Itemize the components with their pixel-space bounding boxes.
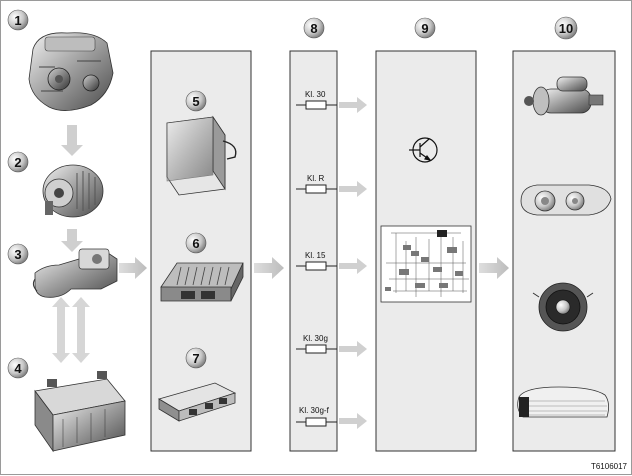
arrow-terminal-battery-right xyxy=(72,297,90,363)
jump-start-terminal-image xyxy=(32,248,118,298)
callout-2-label: 2 xyxy=(14,155,21,170)
callout-7: 7 xyxy=(185,347,207,369)
terminal-label-5: Kl. 30g-f xyxy=(299,406,330,415)
tail-light-image xyxy=(517,386,609,418)
fuse-arrow-3 xyxy=(339,258,367,274)
fuse-output-arrows xyxy=(339,97,367,429)
callout-4: 4 xyxy=(7,357,29,379)
callout-5-label: 5 xyxy=(192,94,199,109)
fuse-arrow-2 xyxy=(339,181,367,197)
arrow-engine-to-alternator xyxy=(61,125,83,156)
callout-8: 8 xyxy=(303,17,325,39)
starter-motor-image xyxy=(524,76,604,116)
callout-3-label: 3 xyxy=(14,247,21,262)
arrow-logic-to-consumers xyxy=(479,257,509,279)
arrow-terminal-battery-left xyxy=(52,297,70,363)
control-module-7-image xyxy=(158,382,237,422)
consumers-panel xyxy=(512,50,616,452)
callout-1-label: 1 xyxy=(14,13,21,28)
callout-10-label: 10 xyxy=(559,21,573,36)
callout-3: 3 xyxy=(7,243,29,265)
wiring-schematic xyxy=(380,225,472,303)
fuses-panel xyxy=(289,50,338,452)
image-code: T6106017 xyxy=(591,462,628,471)
arrow-alternator-to-terminal xyxy=(61,229,83,252)
arrow-modules-to-fuses xyxy=(254,257,284,279)
terminal-label-3: Kl. 15 xyxy=(305,251,326,260)
fuse-arrow-1 xyxy=(339,97,367,113)
terminal-label-4: Kl. 30g xyxy=(303,334,328,343)
terminal-label-1: Kl. 30 xyxy=(305,90,326,99)
callout-1: 1 xyxy=(7,9,29,31)
fuse-rails xyxy=(296,100,337,427)
arrow-terminal-to-modules xyxy=(119,257,147,279)
callout-10: 10 xyxy=(554,16,578,40)
callout-5: 5 xyxy=(185,90,207,112)
engine-image xyxy=(28,32,114,111)
speaker-image xyxy=(532,282,594,332)
callout-8-label: 8 xyxy=(310,21,317,36)
callout-6-label: 6 xyxy=(192,236,199,251)
callout-6: 6 xyxy=(185,232,207,254)
battery-image xyxy=(34,371,126,453)
terminal-label-2: Kl. R xyxy=(307,174,325,183)
alternator-image xyxy=(42,164,104,218)
headlight-image xyxy=(520,184,612,216)
callout-2: 2 xyxy=(7,151,29,173)
callout-7-label: 7 xyxy=(192,351,199,366)
callout-4-label: 4 xyxy=(14,361,22,376)
callout-9-label: 9 xyxy=(421,21,428,36)
fuse-arrow-4 xyxy=(339,341,367,357)
control-module-6-image xyxy=(160,262,244,302)
fuse-arrow-5 xyxy=(339,413,367,429)
control-module-5-image xyxy=(166,115,237,196)
transistor-symbol xyxy=(409,137,438,163)
callout-9: 9 xyxy=(414,17,436,39)
